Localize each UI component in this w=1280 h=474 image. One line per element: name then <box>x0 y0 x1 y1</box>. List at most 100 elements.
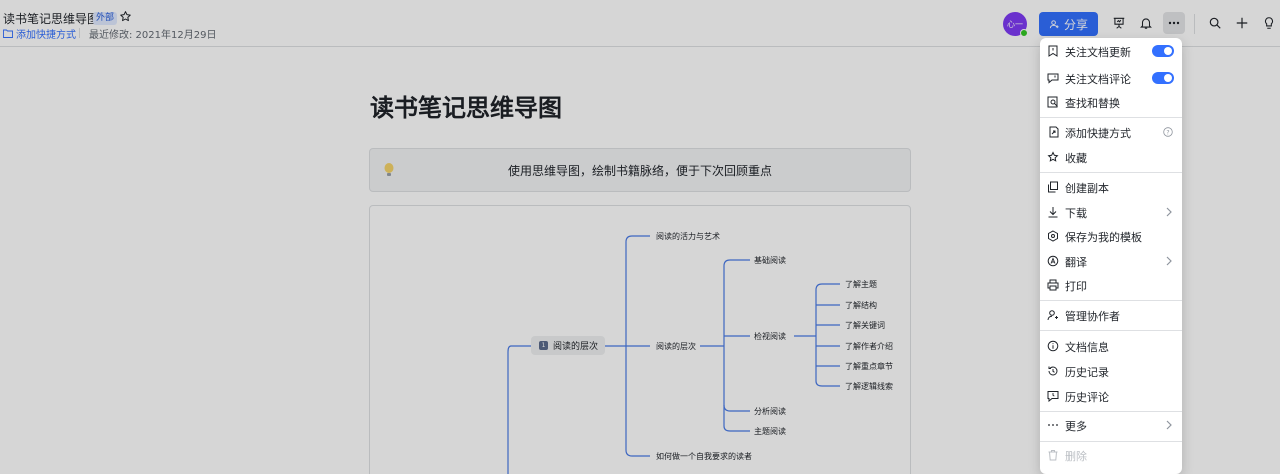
menu-item-more[interactable]: 更多 <box>1040 413 1182 437</box>
ellipsis-icon <box>1168 21 1180 25</box>
chevron-right-icon <box>1166 420 1172 430</box>
menu-item-label: 下载 <box>1065 207 1087 220</box>
root-node-label: 阅读的层次 <box>553 342 599 352</box>
node-number-icon: 1 <box>539 341 548 350</box>
find-replace-icon <box>1047 96 1058 108</box>
search-icon[interactable] <box>1206 14 1224 32</box>
mindmap-connectors <box>507 235 840 474</box>
menu-item-label: 管理协作者 <box>1065 310 1120 323</box>
star-icon <box>1047 151 1059 162</box>
comment-bell-icon <box>1047 73 1059 84</box>
top-bar: 读书笔记思维导图 外部 添加快捷方式 最近修改: 2021年12月29日 心一 … <box>0 0 1280 47</box>
menu-item-follow-comments[interactable]: 关注文档评论 <box>1040 66 1182 90</box>
trash-icon <box>1048 450 1058 461</box>
folder-icon <box>3 29 13 38</box>
more-icon <box>1048 424 1058 426</box>
help-circle-icon[interactable]: ? <box>1163 127 1173 137</box>
mindmap-node[interactable]: 了解关键词 <box>845 321 885 330</box>
callout-text: 使用思维导图，绘制书籍脉络，便于下次回顾重点 <box>507 164 772 178</box>
document-title[interactable]: 读书笔记思维导图 <box>3 12 100 26</box>
menu-item-follow-updates[interactable]: 关注文档更新 <box>1040 39 1182 63</box>
template-icon <box>1048 230 1058 242</box>
menu-item-label: 打印 <box>1065 280 1087 293</box>
menu-item-manage-collaborators[interactable]: 管理协作者 <box>1040 303 1182 327</box>
menu-item-find-replace[interactable]: 查找和替换 <box>1040 90 1182 114</box>
menu-item-label: 添加快捷方式 <box>1065 127 1131 140</box>
menu-item-label: 删除 <box>1065 450 1087 463</box>
share-label: 分享 <box>1063 17 1088 32</box>
history-icon <box>1048 366 1058 376</box>
chevron-right-icon <box>1166 207 1172 217</box>
add-shortcut-label: 添加快捷方式 <box>16 30 76 41</box>
plus-icon[interactable] <box>1233 14 1251 32</box>
mindmap-node[interactable]: 了解主题 <box>845 280 877 289</box>
mindmap-node[interactable]: 了解重点章节 <box>845 362 893 371</box>
menu-item-label: 更多 <box>1065 420 1087 433</box>
info-icon <box>1047 340 1059 352</box>
menu-item-doc-info[interactable]: 文档信息 <box>1040 334 1182 358</box>
menu-item-history[interactable]: 历史记录 <box>1040 359 1182 383</box>
menu-item-download[interactable]: 下载 <box>1040 200 1182 224</box>
presentation-icon[interactable] <box>1110 14 1128 32</box>
mindmap-node[interactable]: 分析阅读 <box>754 407 786 416</box>
mindmap-node[interactable]: 主题阅读 <box>754 427 786 436</box>
menu-item-translate[interactable]: 翻译 <box>1040 249 1182 273</box>
menu-item-favorite[interactable]: 收藏 <box>1040 145 1182 169</box>
menu-item-duplicate[interactable]: 创建副本 <box>1040 175 1182 199</box>
mindmap-node[interactable]: 阅读的层次 <box>656 342 696 351</box>
menu-item-label: 查找和替换 <box>1065 97 1120 110</box>
menu-divider <box>1040 330 1182 331</box>
comment-history-icon <box>1047 391 1059 402</box>
page-title: 读书笔记思维导图 <box>370 94 562 122</box>
mindmap-node[interactable]: 了解逻辑线索 <box>845 382 893 391</box>
menu-item-comment-history[interactable]: 历史评论 <box>1040 384 1182 408</box>
more-options-button[interactable] <box>1163 12 1185 34</box>
menu-item-label: 关注文档评论 <box>1065 73 1131 86</box>
menu-divider <box>1040 300 1182 301</box>
menu-divider <box>1040 117 1182 118</box>
menu-divider <box>1040 172 1182 173</box>
mindmap-node[interactable]: 了解结构 <box>845 301 877 310</box>
more-options-menu: 关注文档更新 关注文档评论 查找和替换 添加快捷方式 ? 收藏 创建副本 下载 … <box>1040 38 1182 474</box>
copy-icon <box>1048 181 1058 193</box>
mindmap-node[interactable]: 了解作者介绍 <box>845 342 893 351</box>
menu-divider <box>1040 441 1182 442</box>
follow-comments-toggle[interactable] <box>1152 72 1174 84</box>
star-icon[interactable] <box>119 10 132 23</box>
menu-item-label: 关注文档更新 <box>1065 46 1131 59</box>
download-icon <box>1048 207 1058 218</box>
avatar-text: 心一 <box>1007 19 1023 29</box>
menu-item-label: 保存为我的模板 <box>1065 231 1142 244</box>
add-shortcut-link[interactable]: 添加快捷方式 <box>3 26 76 41</box>
collaborators-icon <box>1047 310 1058 321</box>
menu-item-label: 创建副本 <box>1065 182 1109 195</box>
mindmap-node[interactable]: 基础阅读 <box>754 256 786 265</box>
mindmap-node[interactable]: 检视阅读 <box>754 332 786 341</box>
chevron-right-icon <box>1166 256 1172 266</box>
print-icon <box>1047 279 1059 291</box>
mindmap-root-node[interactable]: 1 阅读的层次 <box>531 336 605 355</box>
share-button[interactable]: 分享 <box>1039 12 1098 36</box>
follow-updates-toggle[interactable] <box>1152 45 1174 57</box>
mindmap-node[interactable]: 如何做一个自我要求的读者 <box>656 452 752 461</box>
menu-item-add-shortcut[interactable]: 添加快捷方式 ? <box>1040 120 1182 144</box>
menu-divider <box>1040 411 1182 412</box>
toolbar-divider <box>1194 14 1195 34</box>
menu-item-label: 历史记录 <box>1065 366 1109 379</box>
menu-item-label: 翻译 <box>1065 256 1087 269</box>
notification-bell-icon[interactable] <box>1137 14 1155 32</box>
lightbulb-icon[interactable] <box>1260 14 1278 32</box>
bookmark-bell-icon <box>1048 45 1058 57</box>
callout-block[interactable]: 使用思维导图，绘制书籍脉络，便于下次回顾重点 <box>369 148 911 192</box>
divider <box>79 28 80 38</box>
svg-text:?: ? <box>1166 129 1169 136</box>
menu-item-label: 收藏 <box>1065 152 1087 165</box>
menu-item-print[interactable]: 打印 <box>1040 273 1182 297</box>
shortcut-icon <box>1049 126 1059 138</box>
menu-item-delete: 删除 <box>1040 443 1182 467</box>
last-modified-text: 最近修改: 2021年12月29日 <box>89 30 217 41</box>
menu-item-label: 历史评论 <box>1065 391 1109 404</box>
mindmap-block[interactable]: 1 阅读的层次 阅读的活力与艺术 阅读的层次 如何做一个自我要求的读者 基础阅读… <box>369 205 911 474</box>
mindmap-node[interactable]: 阅读的活力与艺术 <box>656 232 720 241</box>
menu-item-save-template[interactable]: 保存为我的模板 <box>1040 224 1182 248</box>
